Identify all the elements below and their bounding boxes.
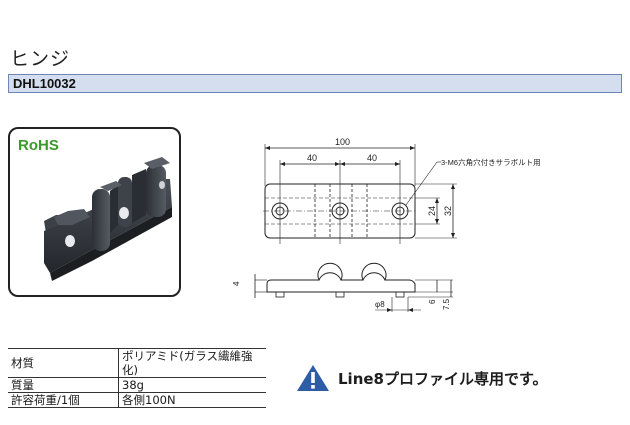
model-number-bar: DHL10032 [8,74,622,93]
spec-value: 38g [118,377,266,393]
spec-row: 許容荷重/1個 各側100N [8,392,266,408]
dim-pitch-left-label: 40 [307,153,317,163]
spec-key: 材質 [8,348,119,378]
spec-value: ポリアミド(ガラス繊維強化) [118,348,266,378]
hole-callout: 3-M6六角穴付きサラボルト用 [441,157,541,167]
spec-key: 許容荷重/1個 [8,392,119,408]
dim-overall-label: 100 [335,137,350,147]
model-number: DHL10032 [13,76,76,91]
dim-phi8-label: φ8 [375,300,385,309]
page-title: ヒンジ [10,48,71,70]
spec-key: 質量 [8,377,119,393]
spec-value: 各側100N [118,392,266,408]
spec-row: 質量 38g [8,377,266,393]
dim-7-5-label: 7.5 [442,298,451,310]
dim-6-label: 6 [428,299,437,304]
technical-drawing: 100 40 40 3-M6六角穴付きサラボルト用 24 32 [232,137,541,312]
notice: Line8プロファイル専用です。 [296,364,548,392]
rohs-badge: RoHS [18,137,59,154]
warning-icon [297,365,329,391]
notice-text: Line8プロファイル専用です。 [338,369,548,388]
hinge-photo [44,157,172,281]
spec-table: 材質 ポリアミド(ガラス繊維強化) 質量 38g 許容荷重/1個 各側100N [8,348,266,408]
spec-row: 材質 ポリアミド(ガラス繊維強化) [8,348,266,378]
dim-24-label: 24 [427,206,437,216]
dim-4-label: 4 [232,281,241,286]
product-photo-frame: RoHS [8,127,181,297]
dim-pitch-right-label: 40 [367,153,377,163]
dim-32-label: 32 [443,206,453,216]
